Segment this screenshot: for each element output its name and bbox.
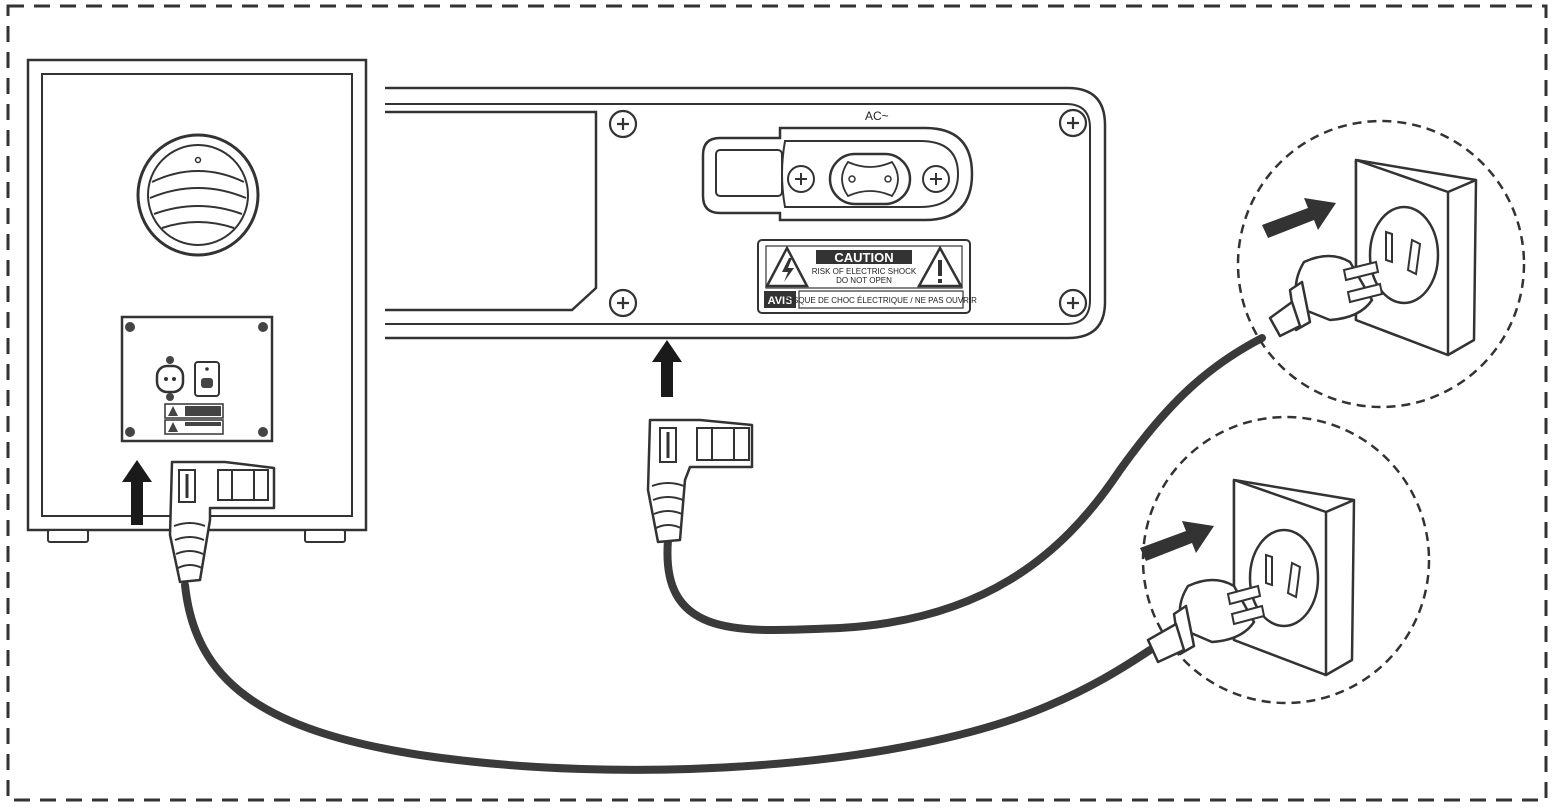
screw [1058,108,1088,138]
ac-inlet-housing [701,126,974,222]
caution-title: CAUTION [834,250,893,265]
subwoofer-rear-panel [120,315,274,443]
caution-line-2: DO NOT OPEN [836,276,892,285]
caution-line-1: RISK OF ELECTRIC SHOCK [812,267,917,276]
wall-outlet-icon [1232,478,1356,677]
bass-port [136,133,260,257]
diagram-frame [6,4,1548,802]
ac-label: AC~ [865,109,889,123]
exclamation-warning-icon [916,245,964,288]
wall-outlet-zoom-top [1236,119,1526,409]
subwoofer-body [26,58,368,532]
subwoofer-foot-right [304,529,346,543]
soundbar-recess [385,110,598,312]
caution-label: CAUTION RISK OF ELECTRIC SHOCK DO NOT OP… [757,239,977,314]
arrow-right-icon [1140,521,1214,561]
wall-plug-icon [1268,254,1384,338]
wall-outlet-zoom-bottom [1141,415,1431,705]
arrow-right-icon [1262,198,1336,238]
soundbar-power-cable [663,334,1266,635]
screw [608,288,638,318]
arrow-up-icon [652,340,682,397]
iec-c7-plug-icon [168,460,276,584]
screw [1058,288,1088,318]
arrow-up-icon [122,460,152,525]
soundbar: AC~ [385,86,1107,340]
soundbar-inner-edge [385,103,1091,325]
avis-label: AVIS [768,295,793,307]
wall-outlet-icon [1354,158,1478,357]
lightning-warning-icon [764,245,810,288]
subwoofer [26,58,368,543]
iec-c7-plug-icon [646,418,754,544]
subwoofer-power-cable [181,581,1154,774]
wall-plug-icon [1146,578,1266,664]
subwoofer-ac-inlet [155,364,185,394]
avis-text: RISQUE DE CHOC ÉLECTRIQUE / NE PAS OUVRI… [785,296,977,305]
screw [608,109,638,139]
subwoofer-foot-left [47,529,89,543]
